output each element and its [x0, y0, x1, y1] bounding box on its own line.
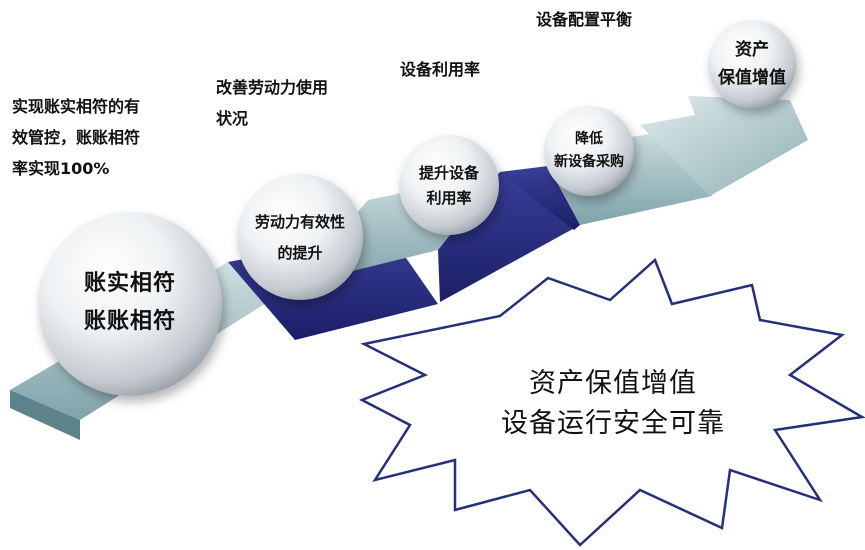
sphere-step-2 [237, 174, 363, 300]
goal-label-2-line1: 改善劳动力使用 [216, 78, 329, 97]
goal-label-1: 实现账实相符的有 效管控，账账相符 率实现100% [12, 91, 140, 184]
goal-label-1-line3: 率实现100% [12, 159, 110, 178]
sphere-step-1 [38, 212, 222, 396]
burst-line1: 资产保值增值 [529, 368, 697, 399]
step-5-line2: 保值增值 [718, 68, 786, 88]
step-2-text: 劳动力有效性 的提升 [237, 207, 363, 269]
sphere-step-5 [708, 20, 796, 108]
step-4-line1: 降低 [575, 131, 603, 147]
step-3-text: 提升设备 利用率 [399, 161, 499, 211]
goal-label-4: 设备配置平衡 [536, 10, 633, 29]
sphere-step-4 [544, 106, 634, 196]
step-5-text: 资产 保值增值 [708, 36, 796, 92]
burst-line2: 设备运行安全可靠 [501, 408, 725, 439]
burst-text: 资产保值增值 设备运行安全可靠 [468, 364, 758, 444]
step-1-line1: 账实相符 [83, 271, 176, 296]
goal-label-2: 改善劳动力使用 状况 [216, 72, 328, 134]
step-2-line1: 劳动力有效性 [254, 213, 345, 231]
goal-label-1-line1: 实现账实相符的有 [12, 97, 141, 116]
step-4-line2: 新设备采购 [554, 154, 624, 170]
starburst [358, 257, 865, 547]
goal-label-3: 设备利用率 [400, 60, 481, 79]
step-3-line2: 利用率 [426, 189, 472, 207]
step-2-line2: 的提升 [277, 244, 323, 262]
step-1-text: 账实相符 账账相符 [38, 265, 222, 341]
goal-label-1-line2: 效管控，账账相符 [12, 128, 141, 147]
step-1-line2: 账账相符 [83, 309, 176, 334]
stair-front [10, 390, 80, 440]
stair-riser-3 [500, 166, 580, 230]
sphere-step-3 [399, 135, 499, 235]
step-5-line1: 资产 [735, 40, 769, 60]
step-4-text: 降低 新设备采购 [544, 128, 634, 174]
step-3-line1: 提升设备 [418, 164, 479, 182]
goal-label-2-line2: 状况 [216, 109, 249, 128]
arrow-head [640, 96, 808, 196]
